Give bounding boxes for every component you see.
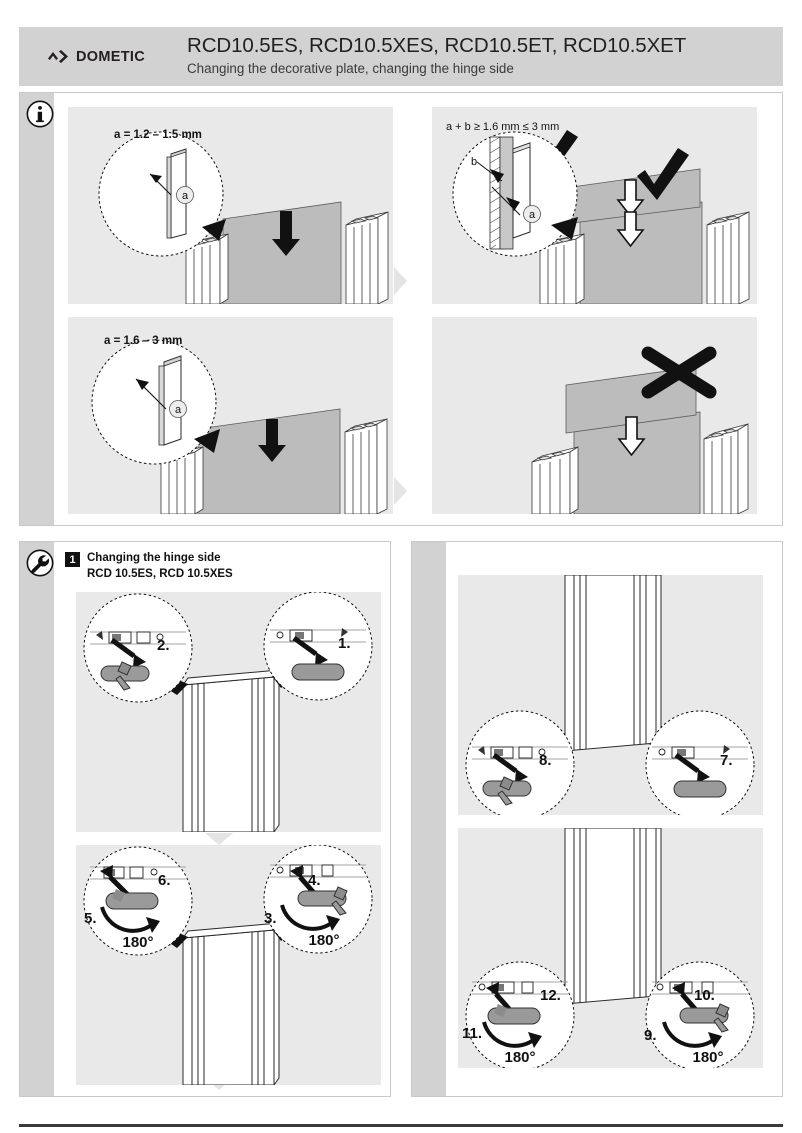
svg-text:180°: 180°	[122, 934, 153, 951]
callout-2: 2.	[83, 593, 193, 703]
page-subtitle: Changing the decorative plate, changing …	[187, 61, 514, 77]
brand-logo-text: DOMETIC	[76, 48, 145, 65]
steps-panel-2: 6. 5. 180°	[76, 845, 381, 1085]
svg-text:a: a	[175, 404, 182, 416]
svg-text:5.: 5.	[84, 910, 97, 927]
page-header: DOMETIC RCD10.5ES, RCD10.5XES, RCD10.5ET…	[19, 27, 783, 86]
steps-section-right: 8. 7.	[411, 541, 783, 1097]
svg-text:1.: 1.	[338, 635, 351, 652]
info-icon	[26, 100, 54, 128]
steps-section-right-strip	[412, 542, 446, 1096]
svg-text:180°: 180°	[692, 1049, 723, 1066]
steps-section-left-strip	[20, 542, 54, 1096]
detail-letter-b: b	[471, 156, 477, 168]
info-panel-1: a a = 1.2 – 1.5 mm	[68, 107, 393, 304]
info-panel-3: a a = 1.6 – 3 mm	[68, 317, 393, 514]
info-panel-3-label: a = 1.6 – 3 mm	[104, 335, 183, 347]
brand-logo: DOMETIC	[19, 27, 174, 86]
cross-mark	[641, 346, 717, 399]
svg-text:11.: 11.	[462, 1025, 482, 1042]
svg-text:a: a	[182, 190, 189, 202]
svg-text:3.: 3.	[264, 910, 277, 927]
page-title: RCD10.5ES, RCD10.5XES, RCD10.5ET, RCD10.…	[187, 34, 687, 58]
svg-text:a: a	[529, 209, 536, 221]
header-title-box: RCD10.5ES, RCD10.5XES, RCD10.5ET, RCD10.…	[174, 27, 783, 86]
svg-text:9.: 9.	[644, 1027, 657, 1044]
svg-text:2.: 2.	[157, 637, 170, 654]
step-number-badge: 1	[65, 552, 80, 567]
steps-panel-4: 12. 11. 180°	[458, 828, 763, 1068]
step-title-line1: Changing the hinge side	[87, 552, 221, 564]
info-section-strip	[20, 93, 54, 525]
callout-7: 7.	[645, 710, 755, 815]
info-panel-2: b a a + b ≥ 1.6 mm ≤ 3 mm	[432, 107, 757, 304]
steps-panel-1: 2. 1.	[76, 592, 381, 832]
panel-connector-arrow	[394, 267, 407, 295]
info-section: a a = 1.2 – 1.5 mm	[19, 92, 783, 526]
svg-text:8.: 8.	[539, 752, 552, 769]
svg-text:180°: 180°	[504, 1049, 535, 1066]
steps-section-left: 1 Changing the hinge side RCD 10.5ES, RC…	[19, 541, 391, 1097]
svg-text:4.: 4.	[308, 872, 321, 889]
svg-text:12.: 12.	[540, 987, 561, 1004]
step-heading: 1 Changing the hinge side RCD 10.5ES, RC…	[65, 551, 233, 582]
info-panel-4	[432, 317, 757, 514]
bottom-rule	[19, 1124, 783, 1127]
callout-3-4: 3. 4. 180°	[263, 845, 373, 954]
svg-text:10.: 10.	[694, 987, 715, 1004]
svg-text:6.: 6.	[158, 872, 171, 889]
step-title-line2: RCD 10.5ES, RCD 10.5XES	[87, 567, 233, 580]
info-panel-2-label: a + b ≥ 1.6 mm ≤ 3 mm	[446, 121, 560, 133]
callout-1: 1.	[263, 592, 373, 701]
panel-connector-arrow	[394, 477, 407, 505]
callout-8: 8.	[465, 710, 575, 815]
check-mark	[637, 148, 689, 200]
dometic-chevron-mark-icon	[48, 50, 69, 63]
callout-9-10: 9. 10. 180°	[644, 961, 755, 1068]
svg-text:180°: 180°	[308, 932, 339, 949]
steps-panel-3: 8. 7.	[458, 575, 763, 815]
wrench-icon	[26, 549, 54, 577]
svg-text:7.: 7.	[720, 752, 733, 769]
info-panel-1-label: a = 1.2 – 1.5 mm	[114, 129, 202, 141]
callout-11-12: 12. 11. 180°	[462, 961, 575, 1068]
callout-5-6: 6. 5. 180°	[83, 846, 193, 956]
panel-connector-arrow-down	[205, 833, 233, 845]
